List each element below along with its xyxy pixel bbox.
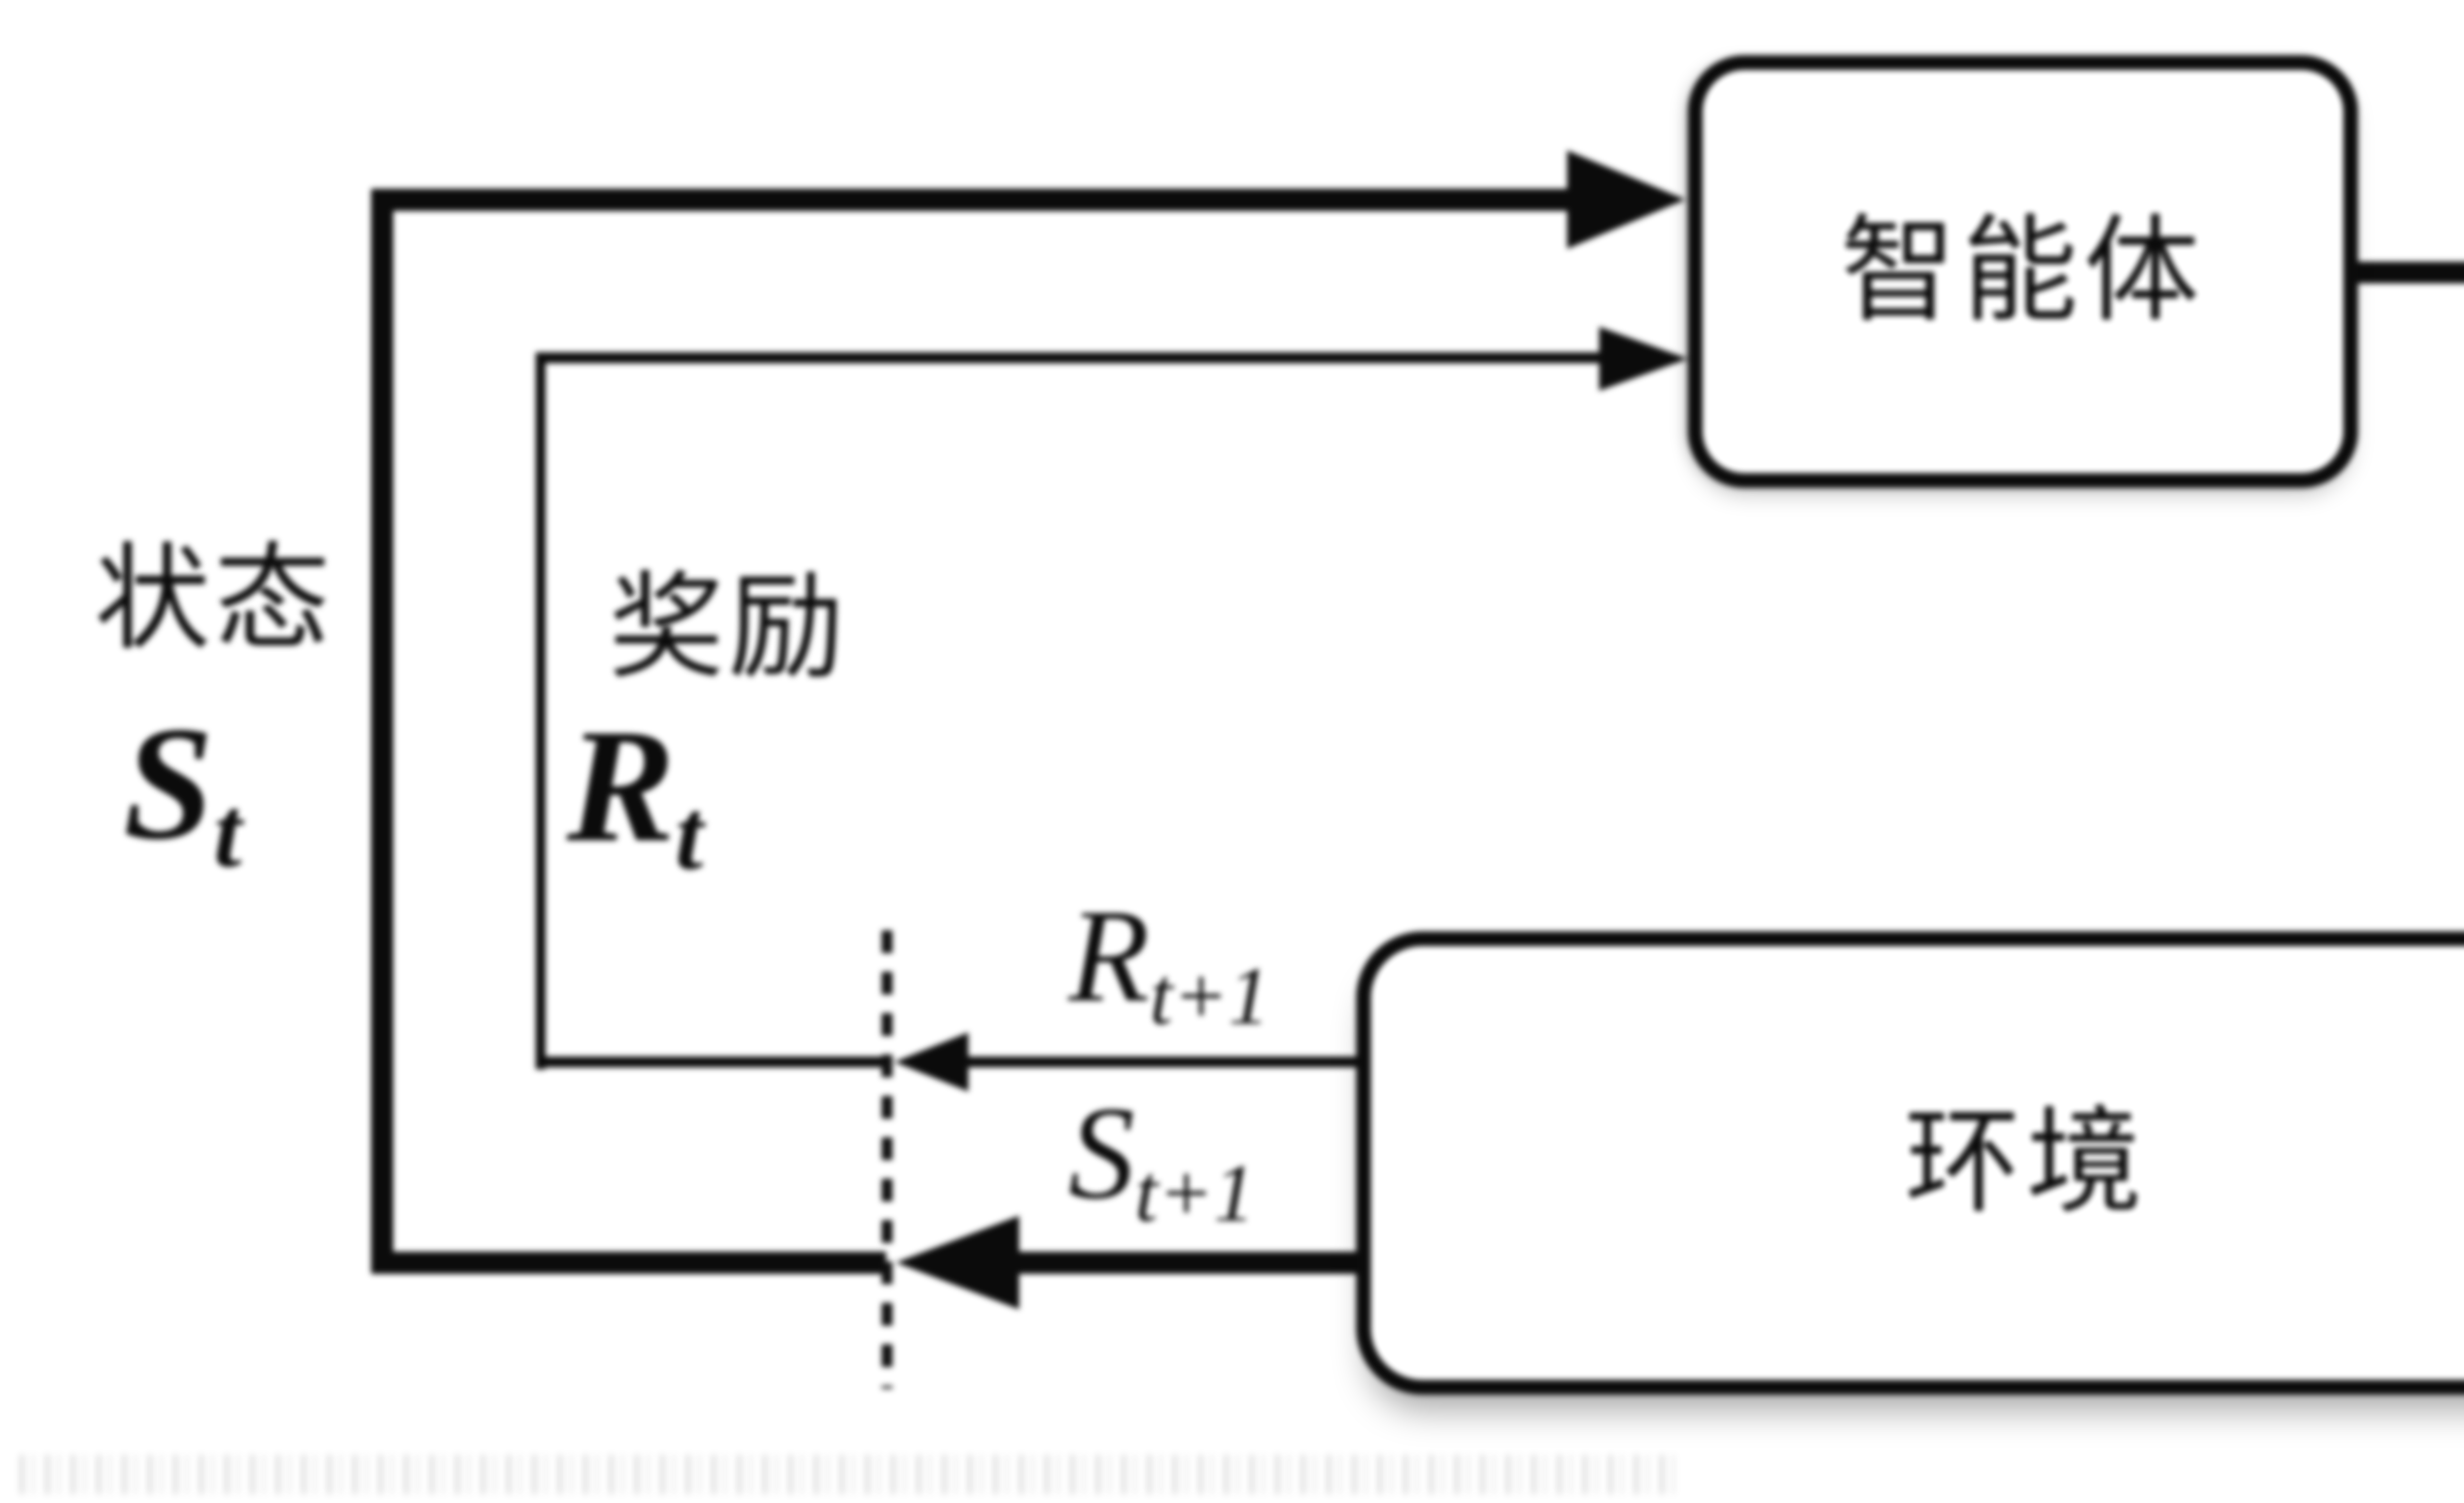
action-line-top-horizontal	[2346, 262, 2464, 283]
state-symbol: St	[123, 702, 241, 883]
reward-label: 奖励	[609, 564, 848, 692]
reward-symbol-subscript: t	[675, 779, 703, 891]
timestep-dashed-line	[882, 930, 892, 1389]
next-state-symbol-letter: S	[1068, 1079, 1135, 1227]
reward-line-vertical	[536, 354, 546, 1069]
next-reward-arrowhead-icon	[894, 1032, 968, 1092]
next-reward-symbol-letter: R	[1068, 882, 1150, 1029]
state-label: 状态	[95, 536, 334, 664]
caption-noise-artifact	[20, 1455, 1676, 1494]
state-line-top-horizontal	[371, 189, 1578, 211]
reward-line-top-horizontal	[536, 352, 1605, 363]
reward-arrowhead-icon	[1599, 327, 1688, 391]
next-state-symbol-subscript: t+1	[1135, 1147, 1255, 1239]
state-line-vertical	[371, 189, 393, 1274]
state-symbol-subscript: t	[213, 777, 242, 888]
state-symbol-letter: S	[123, 693, 214, 873]
environment-box: 环境	[1356, 931, 2464, 1395]
next-reward-line-right-segment	[965, 1057, 1371, 1067]
next-reward-line-left-segment	[536, 1057, 887, 1067]
next-reward-symbol: Rt+1	[1068, 889, 1269, 1038]
next-state-symbol: St+1	[1068, 1087, 1255, 1235]
agent-label: 智能体	[1840, 207, 2206, 336]
next-state-line-left-segment	[371, 1252, 886, 1274]
state-arrowhead-icon	[1567, 150, 1685, 249]
reward-symbol-letter: R	[567, 696, 676, 876]
agent-box: 智能体	[1688, 55, 2358, 488]
reward-symbol: Rt	[567, 705, 703, 886]
next-state-arrowhead-icon	[896, 1216, 1019, 1309]
environment-label: 环境	[1905, 1098, 2148, 1227]
next-state-line-right-segment	[1016, 1252, 1371, 1274]
next-reward-symbol-subscript: t+1	[1149, 950, 1270, 1042]
